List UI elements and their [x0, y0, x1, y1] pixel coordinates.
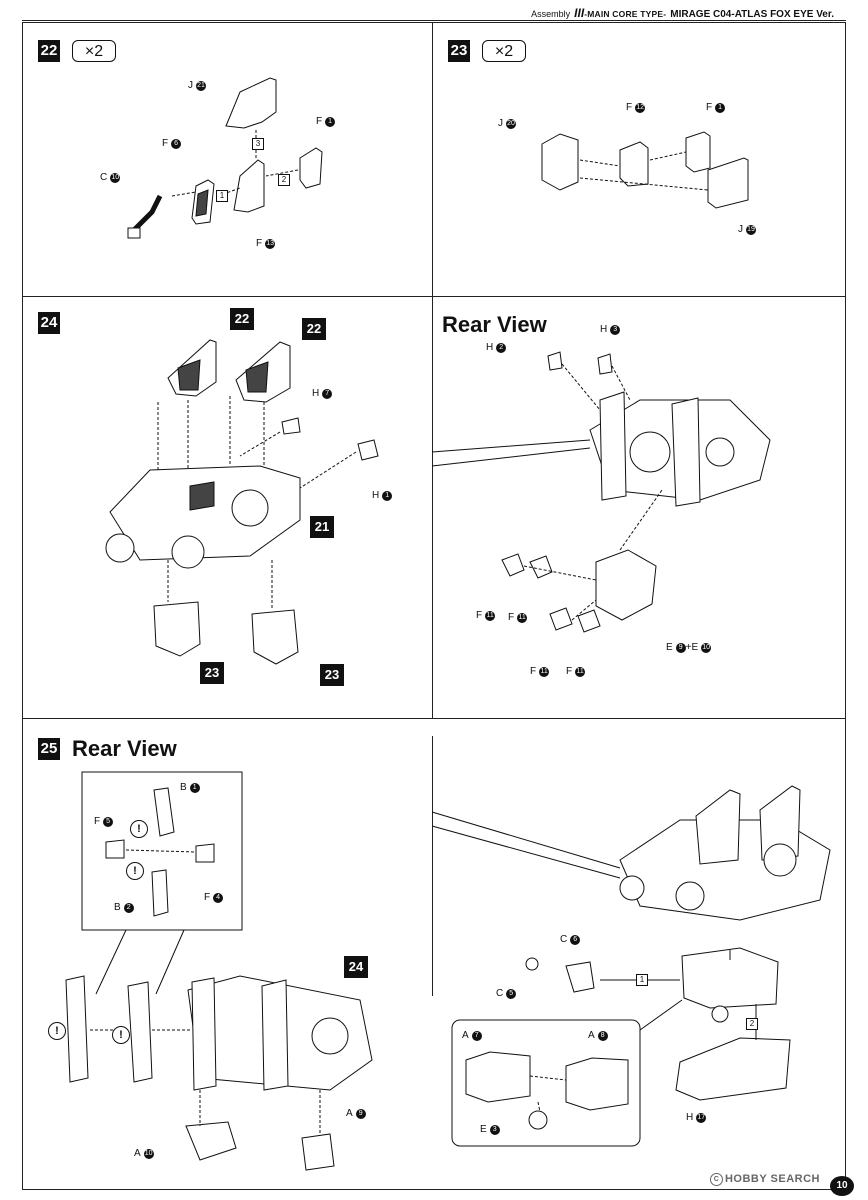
divider-col-top — [432, 22, 433, 296]
warning-icon: ! — [48, 1022, 66, 1040]
step-22-badge: 22 — [38, 40, 60, 62]
warning-icon: ! — [126, 862, 144, 880]
seq-3: 3 — [252, 138, 264, 150]
step-24-rear-view-title: Rear View — [442, 312, 547, 337]
ref-21: 21 — [310, 516, 334, 538]
step-25-drawing — [65, 771, 373, 1171]
page-frame — [22, 22, 846, 1190]
seq-1-rear: 1 — [636, 974, 648, 986]
ref-23-a: 23 — [200, 662, 224, 684]
step-25-badge: 25 — [38, 738, 60, 760]
copyright-icon: C — [709, 1173, 723, 1186]
divider-row-2 — [22, 718, 846, 719]
ref-22-a: 22 — [230, 308, 254, 330]
step-23-badge: 23 — [448, 40, 470, 62]
ref-24: 24 — [344, 956, 368, 978]
warning-icon: ! — [112, 1026, 130, 1044]
divider-col-low — [432, 736, 433, 996]
seq-1: 1 — [216, 190, 228, 202]
step-24-badge: 24 — [38, 312, 60, 334]
divider-row-1 — [22, 296, 846, 297]
header-title: MIRAGE C04-ATLAS FOX EYE Ver. — [670, 9, 834, 20]
watermark-text: HOBBY SEARCH — [724, 1173, 820, 1185]
step-25-rear-drawing — [431, 785, 831, 1147]
seq-2: 2 — [278, 174, 290, 186]
step-22-drawing — [127, 77, 323, 239]
ref-23-b: 23 — [320, 664, 344, 686]
step-23-drawing — [541, 131, 749, 209]
seq-2-rear: 2 — [746, 1018, 758, 1030]
header-roman: III — [574, 6, 585, 20]
step-23-quantity: ×2 — [482, 40, 526, 62]
step-22-quantity: ×2 — [72, 40, 116, 62]
step-25-rear-view-title: Rear View — [72, 736, 177, 761]
step-24-rear-drawing — [431, 351, 771, 633]
warning-icon: ! — [130, 820, 148, 838]
header-rule — [22, 20, 846, 21]
header-prefix: Assembly — [531, 9, 571, 19]
divider-col-mid — [432, 296, 433, 718]
header-main: -MAIN CORE TYPE- — [584, 9, 667, 19]
ref-22-b: 22 — [302, 318, 326, 340]
page-number: 10 — [830, 1176, 854, 1196]
step-24-drawing — [105, 339, 379, 665]
